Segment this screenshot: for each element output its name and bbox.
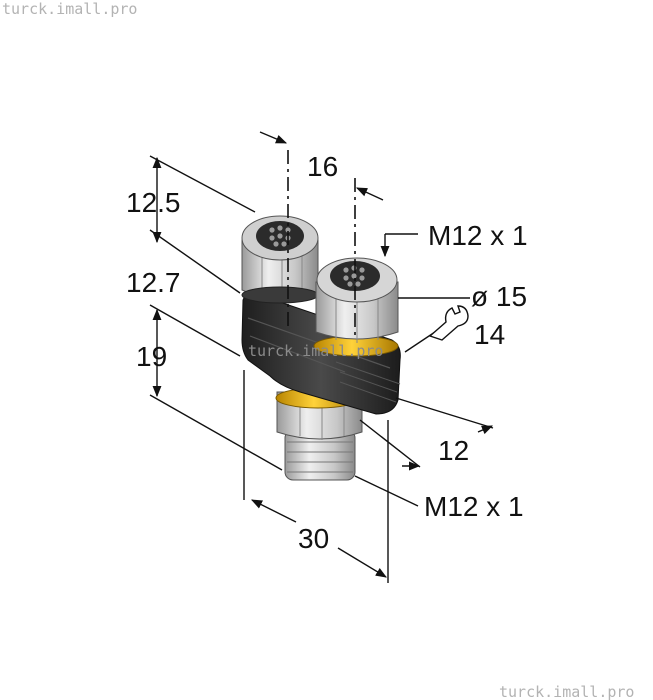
splitter-body: [241, 294, 401, 415]
right-female-connector: [315, 257, 399, 343]
nut-diameter-label: ø 15: [471, 281, 527, 312]
left-female-connector: [241, 215, 319, 304]
wrench-size-label: 14: [474, 319, 505, 350]
lower-height-dimension: 19: [136, 341, 167, 372]
dimension-lines: [149, 131, 494, 583]
overall-width-dimension: 30: [298, 523, 329, 554]
wrench-icon: [428, 305, 469, 341]
upper-height-dimension: 12.5: [126, 187, 181, 218]
watermark-bottom: turck.imall.pro: [499, 683, 634, 700]
thread-top-label: M12 x 1: [428, 220, 528, 251]
bottom-male-thread: [284, 429, 356, 481]
body-offset-dimension: 12.7: [126, 267, 181, 298]
watermark-middle: turck.imall.pro: [248, 342, 383, 360]
thickness-dimension: 12: [438, 435, 469, 466]
pitch-dimension: 16: [307, 151, 338, 182]
watermark-top: turck.imall.pro: [2, 0, 137, 18]
y-splitter-product: [241, 215, 401, 481]
thread-bottom-label: M12 x 1: [424, 491, 524, 522]
